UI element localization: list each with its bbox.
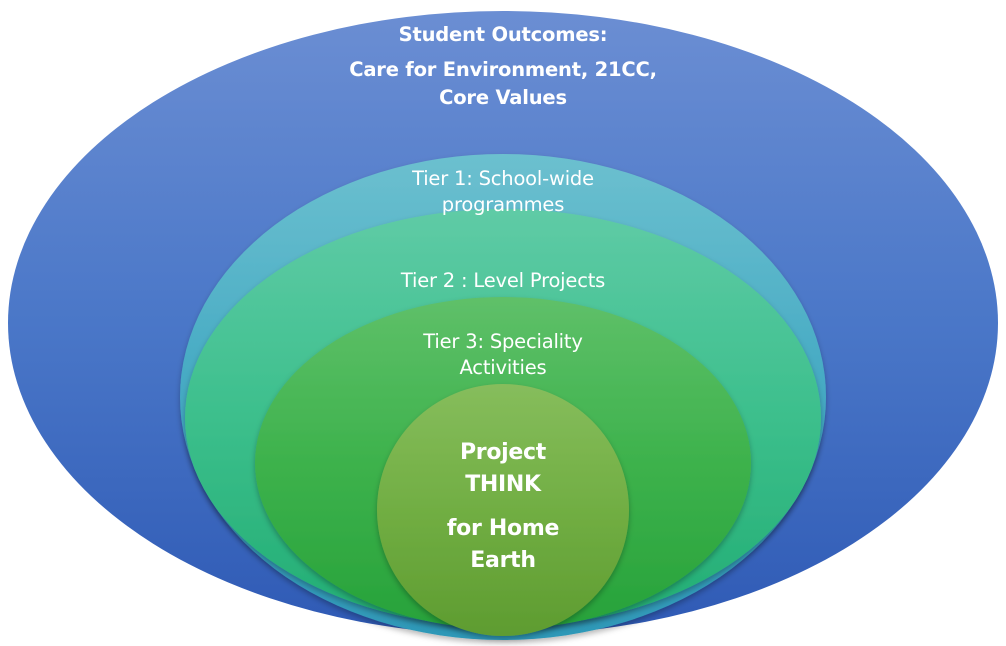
student-outcomes-label: Student Outcomes: Care for Environment, …	[253, 21, 753, 112]
tier2-line1: Tier 2 : Level Projects	[400, 269, 606, 292]
tier1-line2: programmes	[441, 193, 565, 216]
student-outcomes-title: Student Outcomes:	[398, 23, 608, 46]
tier3-line2: Activities	[459, 356, 547, 379]
student-outcomes-line1: Care for Environment, 21CC,	[349, 58, 657, 81]
student-outcomes-line2: Core Values	[439, 86, 567, 109]
tier2-label: Tier 2 : Level Projects	[303, 268, 703, 294]
tier3-line1: Tier 3: Speciality	[423, 330, 583, 353]
core-line1: Project	[459, 440, 546, 465]
core-line2: THINK	[465, 472, 541, 497]
tier1-label: Tier 1: School-wide programmes	[303, 166, 703, 218]
core-line4: Earth	[470, 548, 536, 573]
tier3-label: Tier 3: Speciality Activities	[303, 329, 703, 381]
tier1-line1: Tier 1: School-wide	[412, 167, 594, 190]
core-circle-project-think	[377, 384, 629, 636]
core-label: Project THINK for Home Earth	[383, 437, 623, 577]
core-line3: for Home	[446, 516, 560, 541]
